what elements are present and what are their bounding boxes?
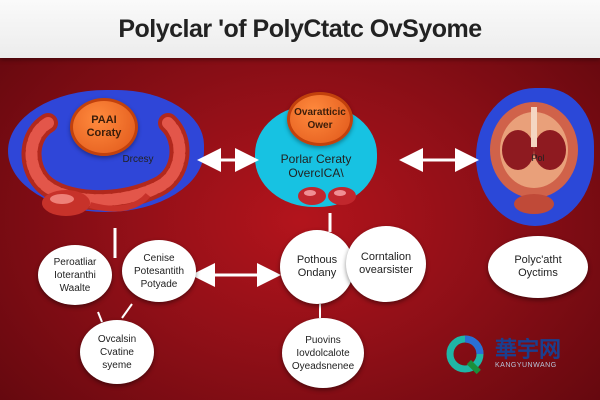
center-badge: Ovaratticic Ower <box>287 92 353 146</box>
watermark-sub: KANGYUNWANG <box>495 362 557 369</box>
node-center-a: Pothous Ondany <box>280 230 354 304</box>
node-left-b: Cenise Potesantith Potyade <box>122 240 196 302</box>
ovary-illustration <box>298 187 356 205</box>
node-center-c: Puovins Iovdolcalote Oyeadsnenee <box>282 318 364 388</box>
uterus-illustration <box>490 102 578 214</box>
connector-lower-right <box>121 303 133 319</box>
intestine-illustration <box>21 113 190 216</box>
watermark: 華宇网 KANGYUNWANG <box>445 330 575 380</box>
watermark-logo-icon <box>446 335 484 375</box>
title-bar: Polyclar 'of PolyCtatc OvSyome <box>0 0 600 58</box>
left-badge: PAAI Coraty <box>70 98 138 156</box>
node-right-a: Polyc'atht Oyctims <box>488 236 588 298</box>
right-organ-label: Pol <box>531 153 545 163</box>
page-title: Polyclar 'of PolyCtatc OvSyome <box>118 14 482 43</box>
node-left-c: Ovcalsin Cvatine syeme <box>80 320 154 384</box>
watermark-brand: 華宇网 <box>495 338 562 363</box>
node-center-b: Corntalion ovearsister <box>346 226 426 302</box>
center-main-text: Porlar Ceraty OvercICA\ <box>280 152 352 180</box>
left-organ-label: Drcesy <box>122 154 154 165</box>
connector-lower-left <box>97 311 103 323</box>
node-left-a: Peroatliar Ioteranthi Waalte <box>38 245 112 305</box>
